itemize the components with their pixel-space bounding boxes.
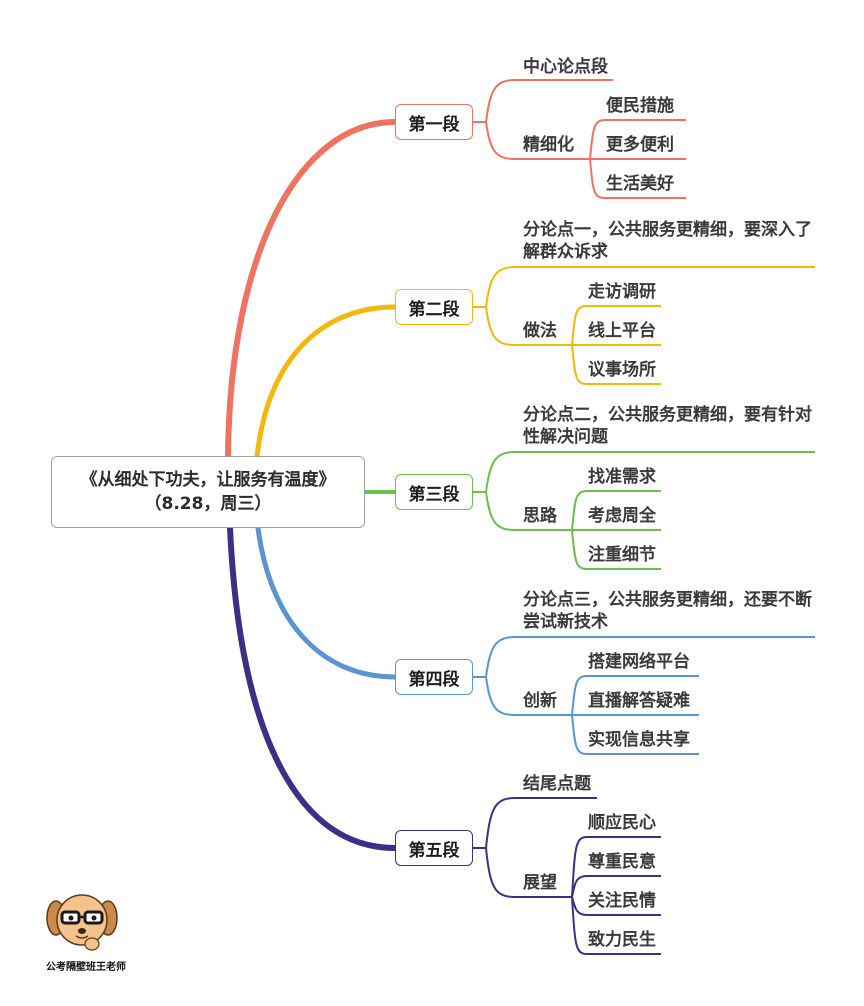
section-1-group: 精细化 (523, 135, 574, 155)
section-5-item-4: 致力民生 (588, 930, 656, 950)
section-2-point: 分论点一，公共服务更精细，要深入了解群众诉求 (523, 220, 812, 262)
section-2-item-1: 走访调研 (588, 282, 656, 302)
section-2-node[interactable]: 第二段 (395, 289, 473, 325)
section-4-item-1: 搭建网络平台 (588, 652, 690, 672)
section-4-item-3: 实现信息共享 (588, 730, 690, 750)
section-4-point: 分论点三，公共服务更精细，还要不断尝试新技术 (523, 590, 812, 632)
section-3-node[interactable]: 第三段 (395, 474, 473, 510)
cartoon-dog-with-glasses-icon (46, 894, 118, 951)
section-5-group: 展望 (523, 873, 557, 893)
section-2-item-2: 线上平台 (588, 321, 656, 341)
section-4-group: 创新 (523, 691, 557, 711)
section-4-item-2: 直播解答疑难 (588, 691, 690, 711)
section-5-item-1: 顺应民心 (588, 813, 656, 833)
section-1-item-1: 便民措施 (606, 96, 674, 116)
section-3-connectors (473, 451, 815, 570)
section-2-connectors (473, 266, 815, 385)
section-1-item-2: 更多便利 (606, 135, 674, 155)
section-5-item-3: 关注民情 (588, 891, 656, 911)
section-2-group: 做法 (523, 321, 557, 341)
root-date: （8.28，周三） (144, 494, 272, 514)
section-1-connectors (473, 79, 686, 199)
root-topic[interactable]: 《从细处下功夫，让服务有温度》 （8.28，周三） (51, 456, 365, 528)
root-title: 《从细处下功夫，让服务有温度》 (80, 470, 336, 490)
section-1-node[interactable]: 第一段 (395, 104, 473, 140)
section-5-connectors (473, 797, 661, 955)
logo-caption: 公考隔壁班王老师 (46, 962, 126, 973)
section-3-group: 思路 (523, 506, 557, 526)
section-5-node[interactable]: 第五段 (395, 830, 473, 866)
section-3-item-2: 考虑周全 (588, 506, 656, 526)
branch-line-2 (254, 304, 398, 459)
branch-line-1 (225, 119, 398, 459)
section-4-node[interactable]: 第四段 (395, 659, 473, 695)
logo (44, 888, 120, 962)
section-4-connectors (473, 636, 815, 755)
section-5-item-2: 尊重民意 (588, 852, 656, 872)
section-2-item-3: 议事场所 (588, 360, 656, 380)
section-3-point: 分论点二，公共服务更精细，要有针对性解决问题 (523, 405, 812, 447)
section-3-item-3: 注重细节 (588, 545, 656, 565)
section-1-point: 中心论点段 (523, 57, 608, 77)
section-3-item-1: 找准需求 (588, 467, 656, 487)
branch-line-5 (227, 525, 398, 851)
branch-line-4 (255, 525, 398, 680)
section-5-point: 结尾点题 (523, 774, 591, 794)
section-1-item-3: 生活美好 (606, 174, 674, 194)
